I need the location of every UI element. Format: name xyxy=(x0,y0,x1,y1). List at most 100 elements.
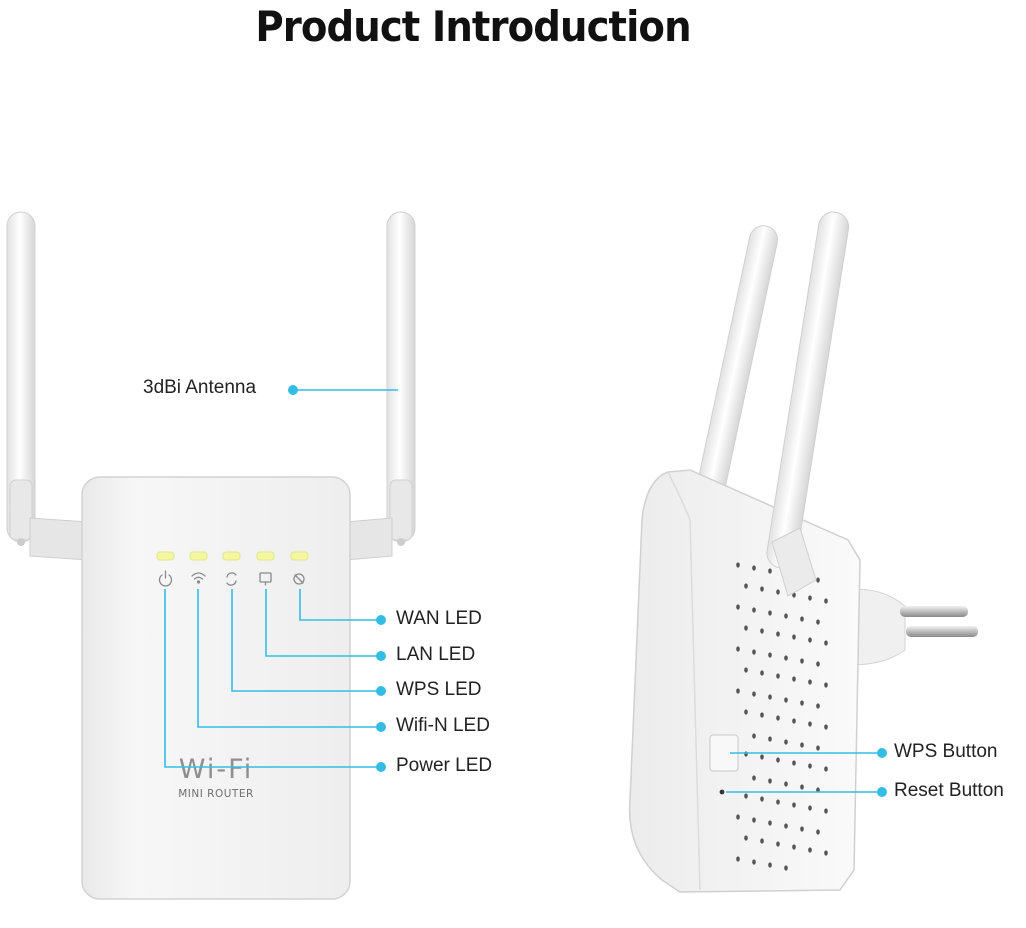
vent-hole xyxy=(752,733,756,739)
vent-hole xyxy=(760,796,764,802)
front-unit: Wi-Fi MINI ROUTER xyxy=(6,211,416,900)
vent-hole xyxy=(816,745,820,751)
vent-hole xyxy=(808,847,812,853)
vent-hole xyxy=(808,595,812,601)
vent-hole xyxy=(768,820,772,826)
left-antenna xyxy=(6,211,36,546)
vent-hole xyxy=(824,850,828,856)
vent-hole xyxy=(792,718,796,724)
vent-hole xyxy=(808,763,812,769)
vent-hole xyxy=(792,634,796,640)
lan-icon xyxy=(259,572,272,586)
vent-hole xyxy=(816,577,820,583)
vent-hole xyxy=(744,709,748,715)
vent-hole xyxy=(752,607,756,613)
vent-hole xyxy=(744,625,748,631)
vent-hole xyxy=(752,817,756,823)
vent-hole xyxy=(736,562,740,568)
vent-hole xyxy=(784,697,788,703)
wan-line xyxy=(299,589,380,621)
vent-hole xyxy=(776,715,780,721)
side-body xyxy=(628,469,861,893)
vent-hole xyxy=(808,679,812,685)
vent-hole xyxy=(784,739,788,745)
vent-hole xyxy=(736,646,740,652)
wifi-led xyxy=(189,551,208,561)
vent-hole xyxy=(736,688,740,694)
vent-hole xyxy=(744,583,748,589)
vent-holes xyxy=(736,562,828,871)
wps-icon xyxy=(226,572,237,586)
reset-button-label: Reset Button xyxy=(894,780,1004,801)
vent-hole xyxy=(752,649,756,655)
vent-hole xyxy=(816,703,820,709)
vent-hole xyxy=(776,631,780,637)
vent-hole xyxy=(760,670,764,676)
vent-hole xyxy=(736,604,740,610)
wps-button-label: WPS Button xyxy=(894,741,998,762)
vent-hole xyxy=(824,766,828,772)
vent-hole xyxy=(800,616,804,622)
vent-hole xyxy=(744,793,748,799)
wps-led xyxy=(222,551,241,561)
vent-hole xyxy=(768,778,772,784)
wifi-led-label: Wifi-N LED xyxy=(396,715,490,736)
vent-hole xyxy=(816,829,820,835)
power-led xyxy=(156,551,175,561)
vent-hole xyxy=(752,691,756,697)
vent-hole xyxy=(768,652,772,658)
vent-hole xyxy=(760,838,764,844)
vent-hole xyxy=(776,799,780,805)
wan-led xyxy=(290,551,309,561)
vent-hole xyxy=(744,667,748,673)
wan-icon xyxy=(293,573,305,585)
vent-hole xyxy=(800,658,804,664)
vent-hole xyxy=(768,694,772,700)
vent-hole xyxy=(744,835,748,841)
vent-hole xyxy=(816,661,820,667)
lan-led xyxy=(256,551,275,561)
vent-hole xyxy=(808,805,812,811)
vent-hole xyxy=(784,781,788,787)
vent-hole xyxy=(800,784,804,790)
vent-hole xyxy=(760,628,764,634)
vent-hole xyxy=(800,742,804,748)
vent-hole xyxy=(744,751,748,757)
vent-hole xyxy=(768,736,772,742)
wifi-logo: Wi-Fi xyxy=(179,754,253,785)
vent-hole xyxy=(824,598,828,604)
wps-led-label: WPS LED xyxy=(396,679,482,700)
wan-led-label: WAN LED xyxy=(396,608,482,629)
vent-hole xyxy=(824,640,828,646)
vent-hole xyxy=(752,775,756,781)
vent-hole xyxy=(760,754,764,760)
reset-hole xyxy=(719,789,725,795)
right-antenna xyxy=(386,211,416,546)
vent-hole xyxy=(792,676,796,682)
vent-hole xyxy=(776,757,780,763)
lan-led-label: LAN LED xyxy=(396,644,476,665)
front-body xyxy=(81,476,351,900)
vent-hole xyxy=(776,673,780,679)
vent-hole xyxy=(792,760,796,766)
page-title: Product Introduction xyxy=(255,2,691,51)
vent-hole xyxy=(792,802,796,808)
vent-hole xyxy=(784,613,788,619)
vent-hole xyxy=(800,826,804,832)
callout-lines xyxy=(164,389,880,793)
side-unit xyxy=(628,211,978,893)
vent-hole xyxy=(752,565,756,571)
callout-dots xyxy=(288,385,887,797)
vent-hole xyxy=(768,610,772,616)
vent-hole xyxy=(736,856,740,862)
wps-line xyxy=(231,589,380,692)
vent-hole xyxy=(784,865,788,871)
vent-hole xyxy=(800,700,804,706)
vent-hole xyxy=(824,808,828,814)
vent-hole xyxy=(760,712,764,718)
vent-hole xyxy=(792,592,796,598)
vent-hole xyxy=(824,682,828,688)
wifi-icon xyxy=(191,572,206,584)
wifi-line xyxy=(197,589,380,728)
